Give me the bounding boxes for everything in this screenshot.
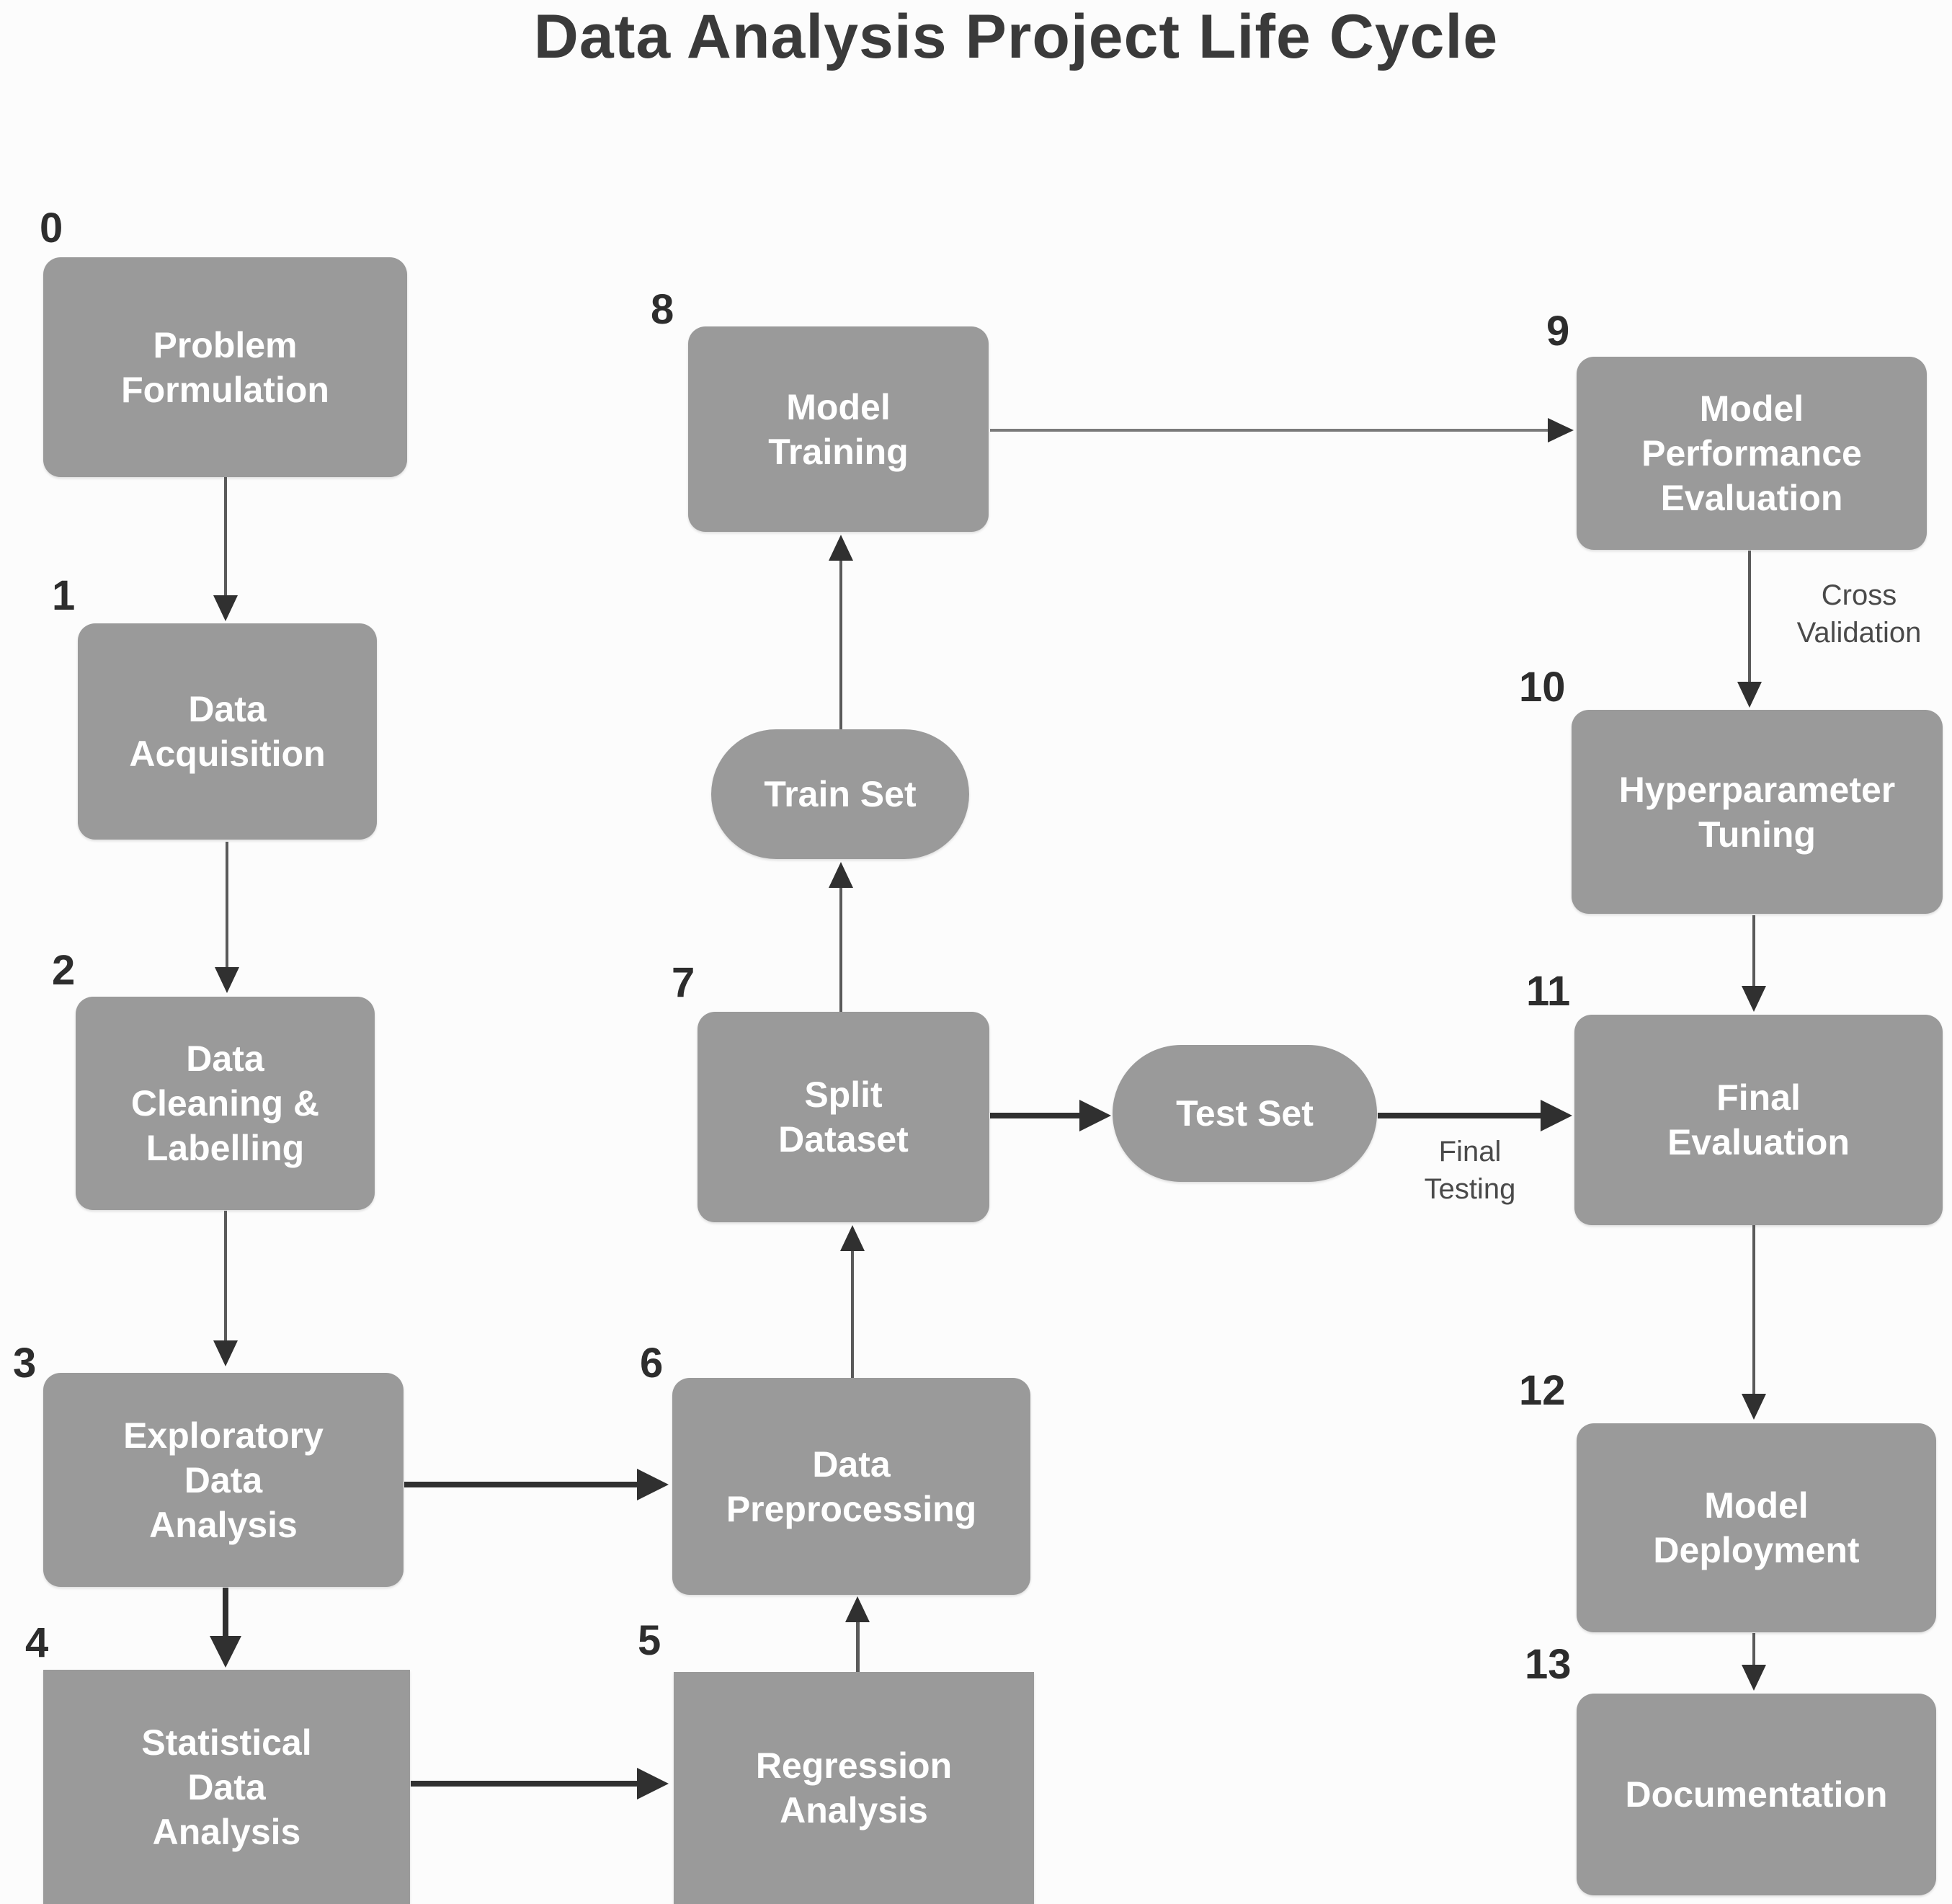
node-regression-analysis: Regression Analysis: [674, 1672, 1034, 1904]
node-documentation: Documentation: [1577, 1694, 1936, 1895]
step-number-2: 2: [52, 947, 76, 994]
step-number-9: 9: [1546, 308, 1570, 355]
node-data-preprocessing: Data Preprocessing: [672, 1378, 1030, 1595]
node-model-performance-evaluation: Model Performance Evaluation: [1577, 357, 1927, 550]
edge-label-final-testing: Final Testing: [1424, 1136, 1516, 1205]
step-number-0: 0: [40, 205, 63, 252]
step-number-10: 10: [1519, 664, 1566, 711]
node-model-training: Model Training: [688, 326, 989, 532]
node-final-evaluation: Final Evaluation: [1574, 1015, 1943, 1225]
step-number-4: 4: [25, 1619, 49, 1666]
step-number-12: 12: [1519, 1367, 1566, 1414]
node-problem-formulation: Problem Formulation: [43, 257, 407, 477]
step-number-3: 3: [13, 1340, 37, 1387]
node-split-dataset: Split Dataset: [698, 1012, 989, 1222]
node-hyperparameter-tuning: Hyperparameter Tuning: [1572, 710, 1943, 914]
node-model-deployment: Model Deployment: [1577, 1423, 1936, 1632]
step-number-11: 11: [1526, 968, 1571, 1015]
step-number-8: 8: [651, 286, 674, 333]
step-number-7: 7: [672, 959, 695, 1006]
node-data-acquisition: Data Acquisition: [78, 623, 377, 840]
node-statistical-data-analysis: Statistical Data Analysis: [43, 1670, 410, 1904]
pill-test-set: Test Set: [1113, 1045, 1377, 1182]
pill-train-set: Train Set: [711, 729, 969, 859]
node-data-cleaning-labelling: Data Cleaning & Labelling: [76, 997, 375, 1210]
step-number-5: 5: [638, 1617, 661, 1664]
node-exploratory-data-analysis: Exploratory Data Analysis: [43, 1373, 404, 1587]
page-title: Data Analysis Project Life Cycle: [533, 2, 1499, 71]
step-number-1: 1: [52, 572, 76, 619]
step-number-6: 6: [640, 1340, 664, 1387]
edge-label-cross-validation: Cross Validation: [1796, 579, 1922, 649]
step-number-13: 13: [1525, 1641, 1572, 1688]
